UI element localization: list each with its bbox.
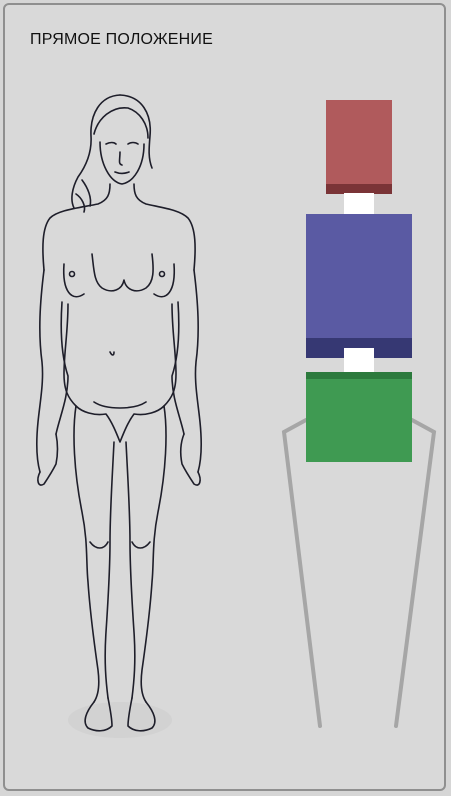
right-leg-line <box>396 420 434 726</box>
pelvis-block <box>306 372 412 462</box>
neck-joint <box>344 193 374 215</box>
pelvis-block-face <box>306 379 412 462</box>
posture-panel: ПРЯМОЕ ПОЛОЖЕНИЕ <box>3 3 446 791</box>
chest-block-face <box>306 214 412 338</box>
chest-block <box>306 214 412 358</box>
head-block <box>326 100 392 194</box>
legs-lines <box>284 420 434 726</box>
waist-joint <box>344 348 374 372</box>
head-block-shade <box>326 184 392 194</box>
head-block-face <box>326 100 392 184</box>
left-leg-line <box>284 420 320 726</box>
pelvis-block-shade <box>306 372 412 380</box>
posture-blocks-diagram <box>5 5 446 791</box>
